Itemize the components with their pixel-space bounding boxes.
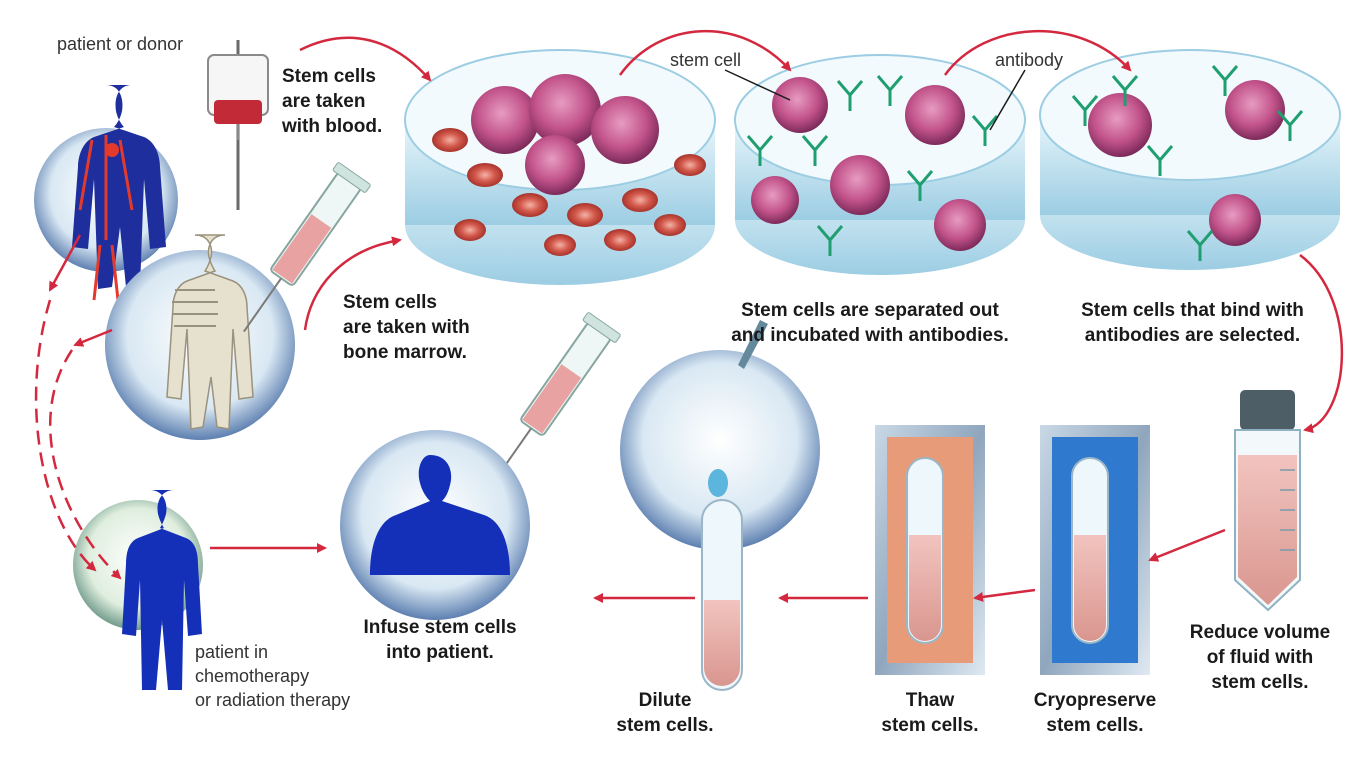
syringe-icon (243, 162, 371, 333)
marrow-label: Stem cells are taken with bone marrow. (343, 290, 470, 365)
selected-label-line: Stem cells that bind with (1081, 300, 1304, 321)
chemo-label-line: or radiation therapy (195, 690, 351, 710)
chemo-label-line: patient in (195, 642, 269, 662)
reduce-label: Reduce volume of fluid with stem cells. (1165, 620, 1355, 695)
stem-cells-cluster (471, 74, 659, 195)
blood-label-line: with blood. (282, 116, 383, 137)
patient-or-donor-label: patient or donor (57, 34, 184, 54)
dilute-label-line: Dilute (638, 690, 692, 711)
chemo-label-line: chemotherapy (195, 666, 310, 686)
infuse-label-line: Infuse stem cells (363, 617, 517, 638)
antibody-label: antibody (995, 50, 1064, 70)
reduce-label-line: Reduce volume (1189, 622, 1331, 643)
antibody-pointer (989, 69, 1026, 131)
marrow-label-line: Stem cells (343, 292, 437, 313)
blood-bag-icon (207, 40, 269, 210)
red-blood-cells (432, 128, 706, 256)
centrifuge-tube-icon (1234, 390, 1301, 612)
cryopreserve-panel (1040, 425, 1150, 675)
dilute-label-line: stem cells. (616, 715, 714, 736)
infuse-label: Infuse stem cells into patient. (330, 615, 550, 665)
cryopreserve-label: Cryopreserve stem cells. (1000, 688, 1190, 738)
marrow-label-line: are taken with (343, 317, 470, 338)
petri-dish-incubation (734, 54, 1026, 275)
antibody-icon (746, 75, 999, 256)
reduce-label-line: stem cells. (1211, 672, 1309, 693)
reduce-label-line: of fluid with (1206, 647, 1314, 668)
stem-cell-pointer (724, 69, 791, 101)
dilute-label: Dilute stem cells. (580, 688, 750, 738)
skeleton-illustration (105, 234, 295, 440)
infuse-label-line: into patient. (386, 642, 494, 663)
flow-arrows (48, 29, 1344, 603)
blood-label: Stem cells are taken with blood. (282, 64, 382, 139)
circulatory-system-illustration (34, 85, 178, 301)
separated-label: Stem cells are separated out and incubat… (700, 298, 1040, 348)
petri-dish-selection (1039, 49, 1341, 270)
stem-cell-label: stem cell (670, 50, 742, 70)
petri-dish-blood (404, 49, 716, 285)
cryopreserve-label-line: Cryopreserve (1033, 690, 1157, 711)
blood-label-line: Stem cells (282, 66, 376, 87)
thaw-label-line: Thaw (905, 690, 955, 711)
infuse-patient-illustration (340, 430, 530, 620)
marrow-label-line: bone marrow. (343, 342, 467, 363)
chemo-patient-illustration (73, 490, 203, 690)
dashed-return-arrows (34, 299, 122, 580)
selected-label-line: antibodies are selected. (1084, 325, 1301, 346)
thaw-panel (875, 425, 985, 675)
chemo-label: patient in chemotherapy or radiation the… (195, 640, 350, 712)
thaw-label-line: stem cells. (881, 715, 979, 736)
separated-label-line: and incubated with antibodies. (731, 325, 1009, 346)
thaw-label: Thaw stem cells. (845, 688, 1015, 738)
separated-label-line: Stem cells are separated out (741, 300, 999, 321)
blood-label-line: are taken (282, 91, 366, 112)
dilute-illustration (620, 320, 820, 691)
cryopreserve-label-line: stem cells. (1046, 715, 1144, 736)
selected-label: Stem cells that bind with antibodies are… (1050, 298, 1335, 348)
